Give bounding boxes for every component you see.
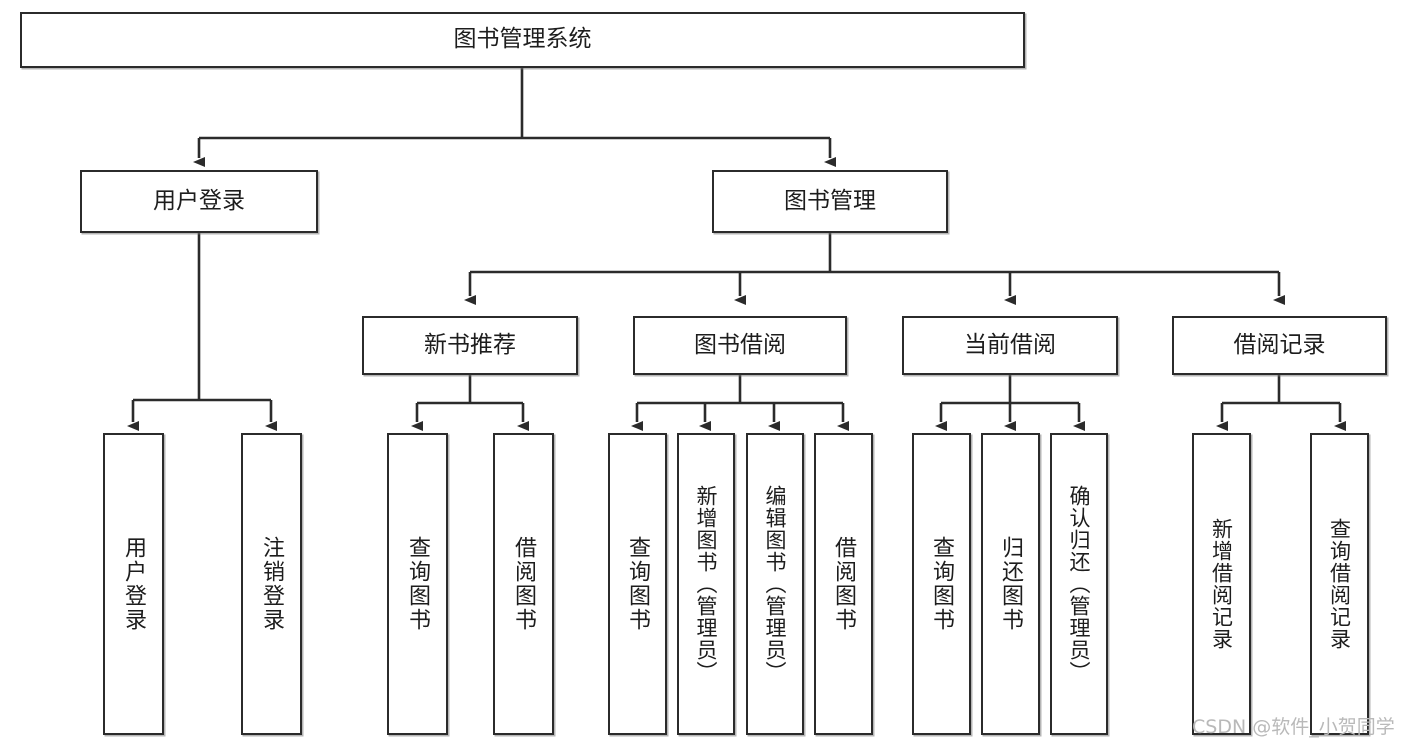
node-label: 图书管理系统	[453, 26, 592, 53]
node-root-book-management-system[interactable]: 图书管理系统	[20, 12, 1025, 68]
node-label: 编辑图书（管理员）	[763, 485, 788, 683]
node-leaf-query-borrow-record[interactable]: 查询借阅记录	[1310, 433, 1369, 735]
node-label: 新增借阅记录	[1209, 518, 1234, 650]
node-leaf-add-borrow-record[interactable]: 新增借阅记录	[1192, 433, 1251, 735]
node-leaf-return-book[interactable]: 归还图书	[981, 433, 1040, 735]
node-label: 用户登录	[153, 187, 245, 214]
node-leaf-add-book-admin[interactable]: 新增图书（管理员）	[677, 433, 735, 735]
node-current-borrow[interactable]: 当前借阅	[902, 316, 1118, 375]
node-leaf-user-login[interactable]: 用户登录	[103, 433, 164, 735]
node-label: 归还图书	[998, 536, 1024, 632]
node-label: 用户登录	[121, 536, 147, 632]
node-label: 借阅记录	[1233, 331, 1326, 358]
node-new-book-recommend[interactable]: 新书推荐	[362, 316, 578, 375]
node-label: 图书借阅	[694, 331, 786, 358]
node-label: 查询图书	[405, 536, 431, 632]
node-leaf-query-book-current[interactable]: 查询图书	[912, 433, 971, 735]
node-leaf-query-book-borrow[interactable]: 查询图书	[608, 433, 667, 735]
node-leaf-borrow-book-recommend[interactable]: 借阅图书	[493, 433, 554, 735]
node-leaf-borrow-book[interactable]: 借阅图书	[814, 433, 873, 735]
node-label: 查询借阅记录	[1327, 518, 1352, 650]
node-borrow-record[interactable]: 借阅记录	[1172, 316, 1387, 375]
node-book-borrow[interactable]: 图书借阅	[633, 316, 847, 375]
node-label: 借阅图书	[831, 536, 857, 632]
csdn-watermark: CSDN @软件_小贺同学	[1192, 716, 1395, 738]
node-label: 确认归还（管理员）	[1067, 485, 1092, 683]
node-label: 新增图书（管理员）	[694, 485, 719, 683]
node-label: 查询图书	[929, 536, 955, 632]
node-leaf-query-book-recommend[interactable]: 查询图书	[387, 433, 448, 735]
node-user-login[interactable]: 用户登录	[80, 170, 318, 233]
node-book-management[interactable]: 图书管理	[712, 170, 948, 233]
node-label: 注销登录	[259, 536, 285, 632]
node-leaf-edit-book-admin[interactable]: 编辑图书（管理员）	[746, 433, 804, 735]
node-label: 当前借阅	[964, 331, 1056, 358]
node-leaf-confirm-return-admin[interactable]: 确认归还（管理员）	[1050, 433, 1108, 735]
node-label: 图书管理	[784, 187, 876, 214]
node-label: 新书推荐	[424, 331, 516, 358]
node-label: 借阅图书	[511, 536, 537, 632]
node-leaf-logout[interactable]: 注销登录	[241, 433, 302, 735]
node-label: 查询图书	[625, 536, 651, 632]
